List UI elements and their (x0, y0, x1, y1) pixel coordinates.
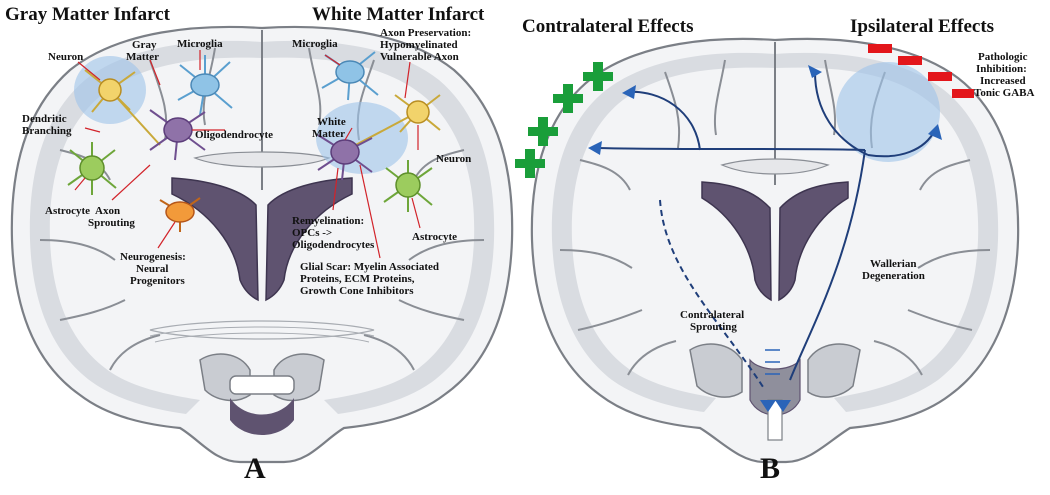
wallerian-degeneration-tract (789, 149, 866, 381)
label-glial-scar-3: Growth Cone Inhibitors (300, 285, 414, 297)
arrowheads-bottom (760, 400, 791, 412)
arrowhead-left (588, 141, 602, 155)
label-neuron-right: Neuron (436, 153, 471, 165)
title-ipsilateral-effects: Ipsilateral Effects (850, 16, 994, 37)
plus-icon (515, 149, 545, 178)
contralateral-branch-up (627, 90, 701, 151)
plus-icon (553, 84, 583, 113)
arrowhead-upper-right (808, 65, 822, 78)
arrowhead-right (928, 124, 942, 140)
lateral-ventricles-a (171, 177, 353, 302)
label-dendritic-1: Dendritic (22, 113, 67, 125)
label-pathologic-2: Inhibition: (976, 63, 1027, 75)
label-neurogenesis-1: Neurogenesis: (120, 251, 186, 263)
label-glial-scar-1: Glial Scar: Myelin Associated (300, 261, 439, 273)
label-pathologic-1: Pathologic (978, 51, 1028, 63)
temporal-structures-b (689, 343, 861, 398)
title-gray-matter-infarct: Gray Matter Infarct (5, 4, 171, 25)
label-axon-preservation-2: Hypomyelinated (380, 39, 458, 51)
plus-signs (515, 62, 613, 178)
plus-icon (583, 62, 613, 91)
ipsilateral-infarct-zone (836, 62, 940, 162)
minus-icon (898, 56, 922, 65)
minus-icon (928, 72, 952, 81)
label-axon-preservation-1: Axon Preservation: (380, 27, 471, 39)
label-remyelination-1: Remyelination: (292, 215, 364, 227)
progenitor-cell-left (159, 197, 201, 232)
label-gray-matter-1: Gray (132, 39, 157, 51)
label-contralateral-sprouting-1: Contralateral (680, 309, 744, 321)
label-axon-preservation-3: Vulnerable Axon (380, 51, 459, 63)
minus-signs (868, 44, 974, 98)
gyri-right-a (308, 47, 485, 371)
panel-b: Contralateral Effects Ipsilateral Effect… (515, 16, 1034, 485)
commissure-fibers-a (149, 320, 375, 340)
label-axon-sprouting-1: Axon (95, 205, 120, 217)
ipsilateral-branch-right (867, 129, 936, 158)
label-wallerian-1: Wallerian (870, 258, 916, 270)
astrocyte-cell-left (67, 142, 117, 195)
label-microglia-left: Microglia (177, 38, 223, 50)
label-remyelination-2: OPCs -> (292, 227, 332, 239)
plus-icon (528, 117, 558, 146)
panel-a: Gray Matter Infarct White Matter Infarct… (5, 4, 514, 485)
label-neuron-left: Neuron (48, 51, 83, 63)
neuron-cell-right (349, 94, 441, 149)
contralateral-tract (594, 147, 866, 151)
commissure-lines-a (149, 326, 375, 343)
label-microglia-right: Microglia (292, 38, 338, 50)
panel-label-a: A (244, 452, 266, 485)
label-wallerian-2: Degeneration (862, 270, 925, 282)
label-white-matter-1: White (317, 116, 346, 128)
minus-icon (868, 44, 892, 53)
minus-icon (952, 89, 974, 98)
title-contralateral-effects: Contralateral Effects (522, 16, 693, 37)
label-pathologic-3: Increased (980, 75, 1026, 87)
label-pathologic-4: Tonic GABA (974, 87, 1034, 99)
third-ventricle-a (229, 375, 295, 395)
lateral-ventricles-b (701, 181, 849, 302)
title-white-matter-infarct: White Matter Infarct (312, 4, 485, 25)
label-glial-scar-2: Proteins, ECM Proteins, (300, 273, 415, 285)
microglia-cell-left (177, 55, 233, 116)
astrocyte-cell-right (383, 160, 433, 212)
contralateral-sprouting-tract (659, 199, 766, 391)
arrowhead-upper-left (622, 85, 636, 99)
oligodendrocyte-cell-right (317, 134, 373, 181)
panel-label-b: B (760, 452, 780, 485)
crossing-arrows (765, 349, 780, 375)
label-astrocyte-left: Astrocyte (45, 205, 90, 217)
label-astrocyte-right: Astrocyte (412, 231, 457, 243)
label-axon-sprouting-2: Sprouting (88, 217, 135, 229)
label-gray-matter-2: Matter (126, 51, 159, 63)
corpus-callosum-b (720, 158, 830, 175)
label-contralateral-sprouting-2: Sprouting (690, 321, 737, 333)
neuron-cell-left (84, 69, 161, 146)
label-neurogenesis-3: Progenitors (130, 275, 186, 287)
brainstem-a (230, 398, 294, 435)
label-remyelination-3: Oligodendrocytes (292, 239, 375, 251)
label-white-matter-2: Matter (312, 128, 345, 140)
label-dendritic-2: Branching (22, 125, 72, 137)
label-oligodendrocyte: Oligodendrocyte (195, 129, 273, 141)
label-neurogenesis-2: Neural (136, 263, 168, 275)
pointer-lines-a (74, 50, 421, 259)
gyri-left-b (559, 59, 726, 376)
